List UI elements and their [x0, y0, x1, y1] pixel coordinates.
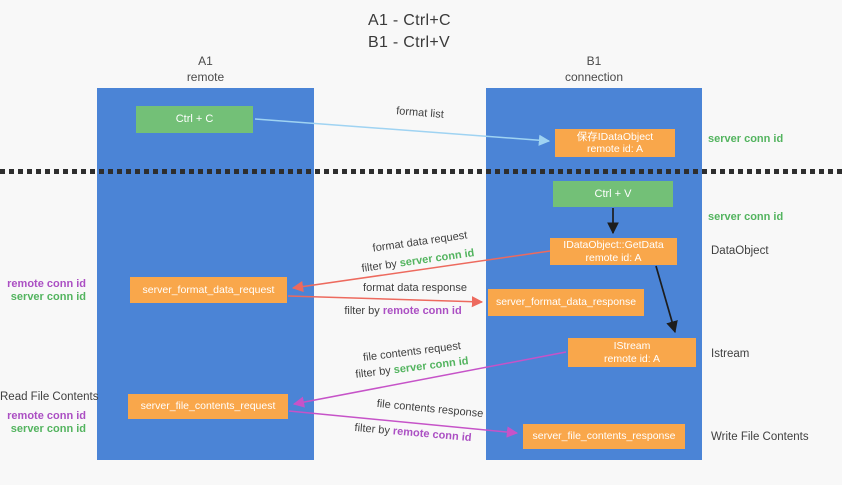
right-label-istream: Istream [711, 348, 750, 360]
lane-a1-name: A1 [198, 54, 213, 68]
node-ctrl-c: Ctrl + C [136, 106, 253, 133]
remote-conn-id-ref: remote conn id [382, 305, 462, 317]
node-server-format-data-request: server_format_data_request [130, 277, 287, 303]
left-label-server-conn-id-top: server conn id [10, 291, 86, 303]
node-file-request-label: server_file_contents_request [140, 400, 276, 413]
copy-paste-separator-line [0, 169, 842, 174]
left-label-remote-conn-id-bottom: remote conn id [7, 410, 86, 422]
right-label-server-conn-id-mid: server conn id [708, 211, 784, 223]
arrow-getdata-to-istream [655, 265, 678, 334]
right-label-server-conn-id-top: server conn id [708, 133, 784, 145]
lane-header-a1: A1 remote [97, 54, 314, 85]
node-idataobject-getdata: IDataObject::GetData remote id: A [550, 238, 677, 265]
node-format-response-label: server_format_data_response [495, 296, 637, 309]
title-line-1: A1 - Ctrl+C [368, 12, 451, 29]
node-istream-line2: remote id: A [603, 352, 661, 365]
arrow-file-contents-response [288, 410, 519, 438]
title-line-2: B1 - Ctrl+V [368, 33, 450, 51]
right-label-dataobject: DataObject [711, 245, 769, 257]
node-ctrl-v-label: Ctrl + V [594, 187, 632, 200]
node-save-idataobject: 保存IDataObject remote id: A [555, 129, 675, 157]
node-ctrl-v: Ctrl + V [553, 181, 673, 207]
left-label-server-conn-id-bottom: server conn id [10, 423, 86, 435]
node-ctrl-c-label: Ctrl + C [175, 113, 214, 126]
diagram-title: A1 - Ctrl+C B1 - Ctrl+V [368, 10, 451, 53]
node-server-format-data-response: server_format_data_response [488, 289, 644, 316]
lane-b1-name: B1 [586, 54, 602, 68]
lane-header-b1: B1 connection [486, 54, 702, 85]
node-server-file-contents-response: server_file_contents_response [523, 424, 685, 449]
node-format-request-label: server_format_data_request [142, 283, 275, 296]
right-label-write-file-contents: Write File Contents [711, 431, 809, 443]
node-istream-line1: IStream [613, 340, 651, 353]
lane-a1-subtitle: remote [186, 69, 225, 84]
edge-label-format-data-response: format data response [363, 282, 467, 294]
node-getdata-line2: remote id: A [585, 251, 642, 264]
node-file-response-label: server_file_contents_response [532, 430, 676, 443]
arrow-format-data-request [291, 250, 551, 293]
left-label-remote-conn-id-top: remote conn id [7, 278, 86, 290]
lane-b1-subtitle: connection [564, 69, 624, 84]
filter-by-prefix: filter by [344, 305, 383, 317]
node-save-idataobject-line1: 保存IDataObject [576, 130, 654, 143]
arrow-format-data-response [287, 295, 484, 308]
left-label-read-file-contents: Read File Contents [0, 391, 99, 403]
arrow-format-list [254, 118, 551, 146]
node-istream: IStream remote id: A [568, 338, 696, 367]
node-save-idataobject-line2: remote id: A [586, 143, 644, 155]
edge-label-format-data-response-filter: filter by remote conn id [338, 305, 468, 317]
node-server-file-contents-request: server_file_contents_request [128, 394, 288, 419]
arrow-file-contents-request [292, 351, 567, 408]
node-getdata-line1: IDataObject::GetData [563, 239, 664, 252]
